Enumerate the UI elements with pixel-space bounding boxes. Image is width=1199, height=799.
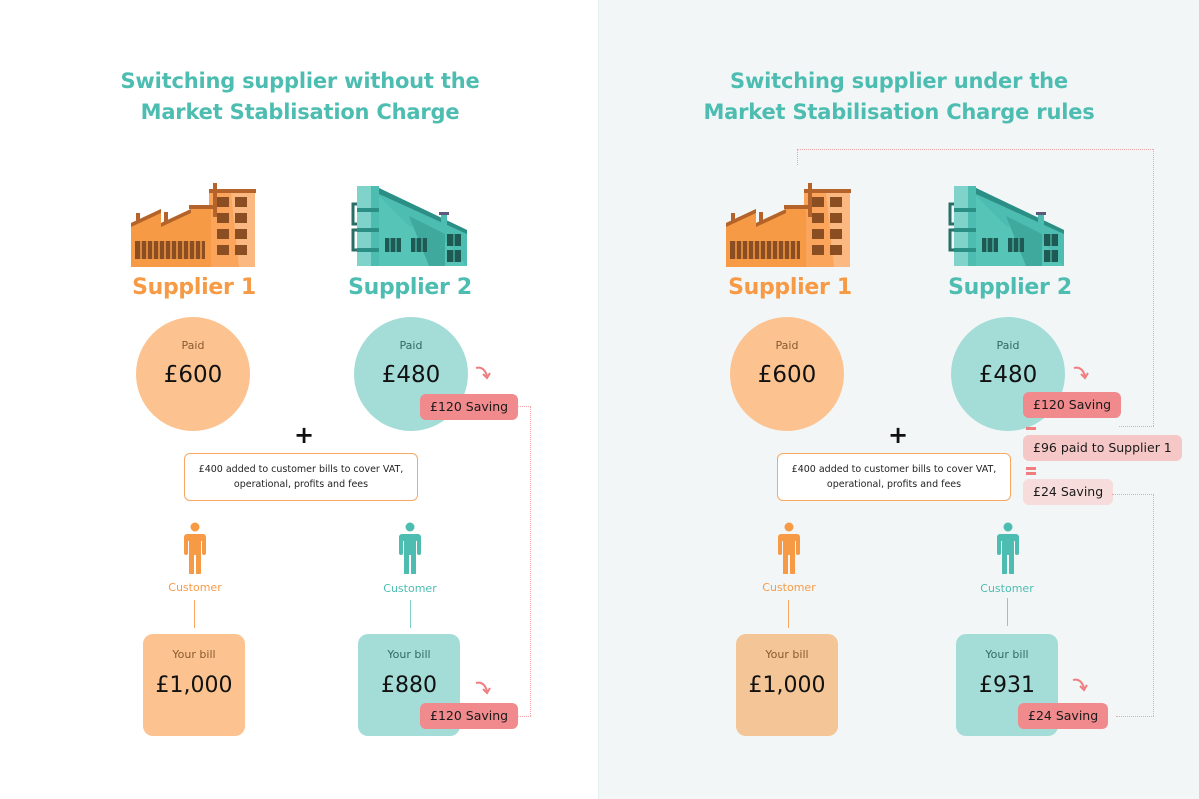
bill-saving-badge: £120 Saving [420, 703, 519, 729]
supplier-1-label: Supplier 1 [132, 275, 256, 300]
connector-line [1007, 598, 1008, 626]
customer-1-label: Customer [168, 581, 222, 594]
connector-dotted [517, 716, 531, 717]
customer-orange-icon [778, 522, 800, 574]
paid-value: £480 [978, 362, 1038, 388]
supplier-1-bill: Your bill £1,000 [143, 634, 245, 736]
bill-saving-badge: £24 Saving [1018, 703, 1109, 729]
customer-teal-icon [997, 522, 1019, 574]
connector-dotted [1112, 494, 1154, 495]
connector-line [194, 600, 195, 628]
added-costs-note: £400 added to customer bills to cover VA… [184, 453, 418, 501]
added-costs-note: £400 added to customer bills to cover VA… [777, 453, 1011, 501]
connector-dotted [1153, 149, 1154, 426]
connector-dotted [1116, 716, 1154, 717]
minus-sign [1026, 427, 1036, 430]
paid-label: Paid [399, 339, 423, 352]
supplier-2-label: Supplier 2 [348, 275, 472, 300]
left-title-line1: Switching supplier without the [120, 69, 480, 93]
bill-label: Your bill [387, 648, 431, 661]
connector-dotted [1153, 494, 1154, 716]
curved-arrow-icon [1072, 678, 1088, 692]
curved-arrow-icon [1073, 366, 1089, 380]
customer-2-label: Customer [383, 582, 437, 595]
bill-value: £931 [979, 673, 1035, 698]
left-title: Switching supplier without the Market St… [0, 66, 600, 128]
supplier-1-paid-circle: Paid £600 [136, 317, 250, 431]
paid-value: £600 [757, 362, 817, 388]
paid-label: Paid [775, 339, 799, 352]
factory-orange-icon [131, 183, 256, 267]
paid-label: Paid [996, 339, 1020, 352]
plus-sign: + [888, 421, 909, 449]
customer-2-label: Customer [980, 582, 1034, 595]
supplier-1-label: Supplier 1 [728, 275, 852, 300]
right-title-line1: Switching supplier under the [730, 69, 1068, 93]
paid-value: £480 [381, 362, 441, 388]
bill-label: Your bill [172, 648, 216, 661]
connector-line [410, 600, 411, 628]
connector-line [788, 600, 789, 628]
left-panel-without-msc: Switching supplier without the Market St… [0, 0, 598, 799]
curved-arrow-icon [475, 366, 491, 380]
right-panel-with-msc: Switching supplier under the Market Stab… [598, 0, 1199, 799]
left-title-line2: Market Stablisation Charge [140, 100, 460, 124]
factory-teal-icon [948, 186, 1064, 266]
bill-label: Your bill [985, 648, 1029, 661]
customer-teal-icon [399, 522, 421, 574]
paid-saving-badge: £120 Saving [1023, 392, 1122, 418]
connector-dotted [517, 406, 531, 407]
factory-orange-icon [726, 183, 851, 267]
paid-saving-badge: £120 Saving [420, 394, 519, 420]
connector-dotted [530, 406, 531, 716]
supplier-2-bill: Your bill £880 [358, 634, 460, 736]
supplier-2-label: Supplier 2 [948, 275, 1072, 300]
supplier-1-paid-circle: Paid £600 [730, 317, 844, 431]
bill-value: £1,000 [748, 673, 826, 698]
connector-dotted [797, 149, 1153, 150]
equals-sign-bottom [1026, 472, 1036, 475]
curved-arrow-icon [475, 681, 491, 695]
bill-value: £1,000 [155, 673, 233, 698]
customer-1-label: Customer [762, 581, 816, 594]
bill-label: Your bill [765, 648, 809, 661]
paid-value: £600 [163, 362, 223, 388]
equals-sign-top [1026, 467, 1036, 470]
net-saving-badge: £24 Saving [1023, 479, 1114, 505]
paid-to-supplier-1-badge: £96 paid to Supplier 1 [1023, 435, 1182, 461]
connector-dotted [1119, 426, 1154, 427]
bill-value: £880 [381, 673, 437, 698]
right-title: Switching supplier under the Market Stab… [599, 66, 1199, 128]
factory-teal-icon [351, 186, 467, 266]
paid-label: Paid [181, 339, 205, 352]
right-title-line2: Market Stabilisation Charge rules [703, 100, 1095, 124]
connector-dotted [797, 149, 798, 165]
customer-orange-icon [184, 522, 206, 574]
plus-sign: + [294, 421, 315, 449]
supplier-1-bill: Your bill £1,000 [736, 634, 838, 736]
